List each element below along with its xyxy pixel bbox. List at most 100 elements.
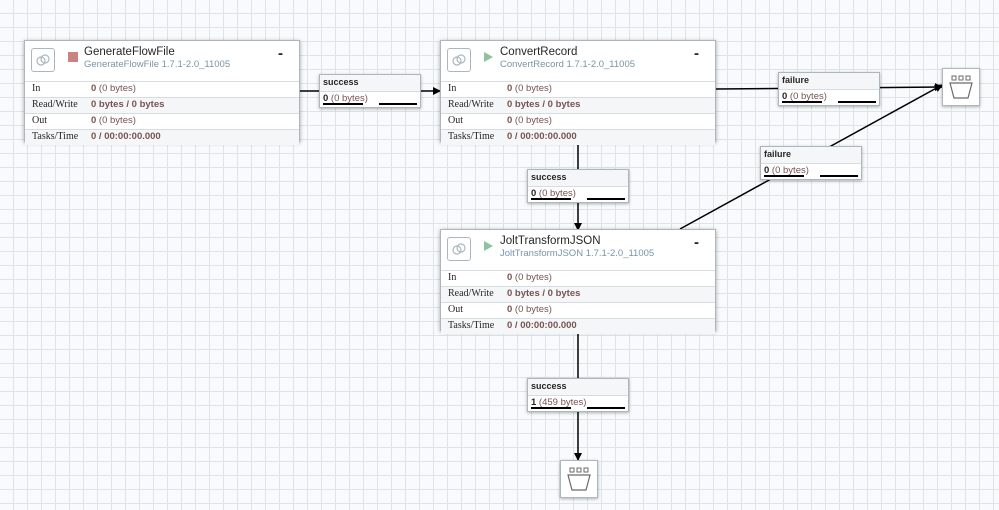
queue-bar (531, 198, 571, 200)
processor-jolttransformjson[interactable]: JoltTransformJSON JoltTransformJSON 1.7.… (440, 229, 716, 334)
stat-value: (0 bytes) (512, 115, 552, 126)
processor-name: ConvertRecord (500, 46, 578, 58)
queued-stats: 0 (0 bytes) (761, 164, 861, 177)
processor-icon (447, 48, 471, 72)
connection-name: success (320, 75, 420, 92)
stat-label: Read/Write (32, 99, 78, 110)
processor-stats: In 0 (0 bytes) Read/Write 0 bytes / 0 byte… (441, 270, 715, 334)
running-icon (484, 241, 493, 251)
processor-convertrecord[interactable]: ConvertRecord ConvertRecord 1.7.1-2.0_11… (440, 40, 716, 145)
stat-row-readwrite: Read/Write 0 bytes / 0 bytes (441, 286, 715, 302)
funnel-icon (949, 75, 973, 99)
processor-type: GenerateFlowFile 1.7.1-2.0_11005 (84, 59, 231, 70)
stat-row-in: In 0 (0 bytes) (441, 270, 715, 286)
queue-bar (838, 101, 876, 103)
stat-label: Out (448, 115, 463, 126)
queued-count: 0 (782, 91, 788, 102)
queued-stats: 0 (0 bytes) (779, 90, 879, 103)
stat-value-bold: 0 (507, 272, 513, 283)
stat-value-bold: 0 (507, 304, 513, 315)
stat-value: (0 bytes) (512, 83, 552, 94)
connection-label-success[interactable]: success 1 (459 bytes) (527, 378, 629, 412)
stopped-icon (68, 52, 78, 62)
stat-value: (0 bytes) (96, 115, 136, 126)
queued-size: (0 bytes) (769, 165, 809, 176)
processor-type: ConvertRecord 1.7.1-2.0_11005 (500, 59, 636, 70)
queued-stats: 0 (0 bytes) (528, 187, 628, 200)
stat-value: (0 bytes) (96, 83, 136, 94)
queued-count: 0 (764, 165, 770, 176)
stat-value: (0 bytes) (512, 272, 552, 283)
stat-row-out: Out 0 (0 bytes) (25, 113, 299, 129)
queue-bar (782, 101, 822, 103)
queue-bar (820, 175, 858, 177)
connection-name: success (528, 170, 628, 187)
queued-size: (0 bytes) (787, 91, 827, 102)
queued-size: (0 bytes) (328, 93, 368, 104)
stat-value-bold: 0 (91, 115, 97, 126)
stat-value: (0 bytes) (512, 304, 552, 315)
funnel[interactable] (942, 68, 980, 106)
stat-label: In (32, 83, 41, 94)
stat-label: Read/Write (448, 288, 494, 299)
processor-type: JoltTransformJSON 1.7.1-2.0_11005 (500, 248, 655, 259)
stat-row-in: In 0 (0 bytes) (25, 81, 299, 97)
queue-bar (764, 175, 804, 177)
connection-name: failure (779, 73, 879, 90)
queue-bar (587, 407, 625, 409)
stat-value-bold: 0 bytes / 0 bytes (507, 99, 581, 110)
queued-count: 0 (531, 188, 537, 199)
processor-name: GenerateFlowFile (84, 46, 175, 58)
collapse-toggle[interactable]: - (694, 234, 699, 251)
stat-value-bold: 0 (507, 83, 513, 94)
stat-row-tasks: Tasks/Time 0 / 00:00:00.000 (441, 318, 715, 334)
running-icon (484, 52, 493, 62)
connection-name: success (528, 379, 628, 396)
queued-count: 0 (323, 93, 329, 104)
stat-value-bold: 0 (91, 83, 97, 94)
funnel-icon (567, 467, 591, 491)
connection-label-failure[interactable]: failure 0 (0 bytes) (778, 72, 880, 106)
stat-row-tasks: Tasks/Time 0 / 00:00:00.000 (25, 129, 299, 145)
queued-size: (0 bytes) (536, 188, 576, 199)
stat-row-readwrite: Read/Write 0 bytes / 0 bytes (25, 97, 299, 113)
queued-size: (459 bytes) (536, 397, 587, 408)
stat-value-bold: 0 (507, 115, 513, 126)
funnel[interactable] (560, 460, 598, 498)
stat-value-bold: 0 / 00:00:00.000 (91, 131, 161, 142)
processor-icon (447, 237, 471, 261)
processor-icon (31, 48, 55, 72)
queued-stats: 0 (0 bytes) (320, 92, 420, 105)
stat-label: In (448, 83, 457, 94)
stat-label: In (448, 272, 457, 283)
queue-bar (379, 103, 417, 105)
collapse-toggle[interactable]: - (694, 45, 699, 62)
connection-label-failure[interactable]: failure 0 (0 bytes) (760, 146, 862, 180)
queue-bar (531, 407, 571, 409)
queued-stats: 1 (459 bytes) (528, 396, 628, 409)
collapse-toggle[interactable]: - (278, 45, 283, 62)
connection-label-success[interactable]: success 0 (0 bytes) (319, 74, 421, 108)
stat-label: Out (32, 115, 47, 126)
processor-stats: In 0 (0 bytes) Read/Write 0 bytes / 0 byte… (25, 81, 299, 145)
stat-value-bold: 0 bytes / 0 bytes (91, 99, 165, 110)
stat-row-out: Out 0 (0 bytes) (441, 113, 715, 129)
queued-count: 1 (531, 397, 537, 408)
connection-label-success[interactable]: success 0 (0 bytes) (527, 169, 629, 203)
stat-value-bold: 0 bytes / 0 bytes (507, 288, 581, 299)
queue-bar (587, 198, 625, 200)
queue-bar (323, 103, 363, 105)
stat-value-bold: 0 / 00:00:00.000 (507, 131, 577, 142)
connection-name: failure (761, 147, 861, 164)
processor-name: JoltTransformJSON (500, 235, 601, 247)
processor-generateflowfile[interactable]: GenerateFlowFile GenerateFlowFile 1.7.1-… (24, 40, 300, 145)
stat-value-bold: 0 / 00:00:00.000 (507, 320, 577, 331)
stat-label: Tasks/Time (448, 320, 495, 331)
stat-row-in: In 0 (0 bytes) (441, 81, 715, 97)
stat-label: Tasks/Time (32, 131, 79, 142)
